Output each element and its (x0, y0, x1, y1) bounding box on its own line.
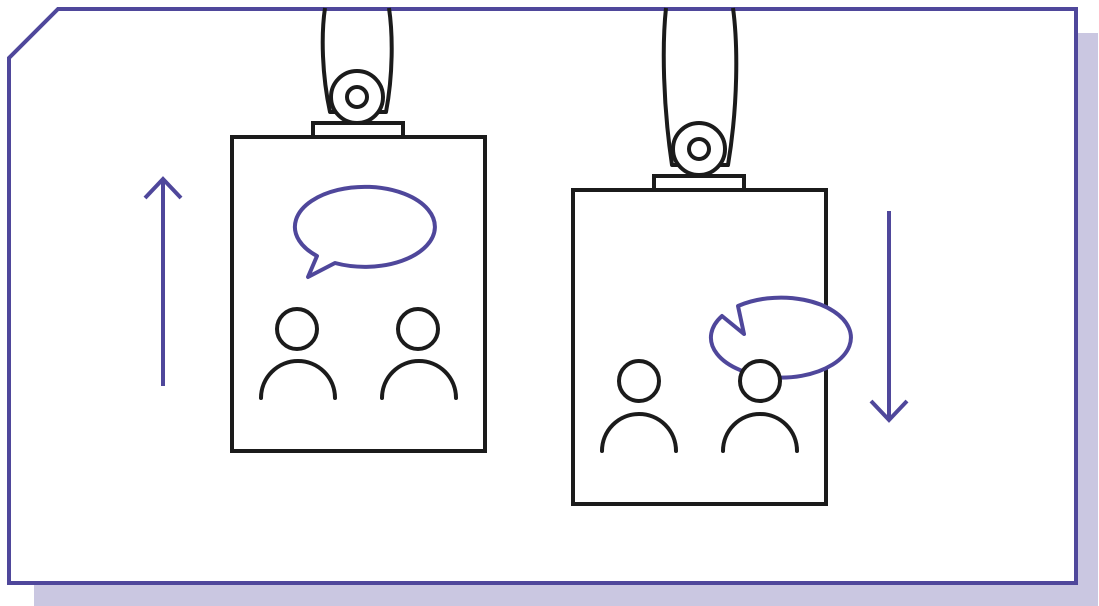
frame-border (7, 7, 1078, 585)
badge-right (571, 7, 853, 506)
person-icon-body (721, 412, 799, 453)
badge-left (230, 7, 487, 453)
badge-clip-right (652, 174, 746, 192)
lanyard-ring-inner-right (687, 137, 711, 161)
person-icon-body (259, 359, 337, 400)
person-icon-head (396, 307, 440, 351)
arrow-down-icon (869, 211, 909, 423)
person-icon-head (738, 359, 782, 403)
lanyard-ring-inner-left (345, 85, 369, 109)
speech-bubble-icon (292, 184, 437, 279)
person-icon-head (275, 307, 319, 351)
person-icon-body (380, 359, 458, 400)
arrow-up-icon (143, 176, 183, 386)
speech-bubble-icon (708, 295, 853, 380)
badge-clip-left (311, 121, 405, 139)
badge-card-left (230, 135, 487, 453)
person-icon-head (617, 359, 661, 403)
person-icon-body (600, 412, 678, 453)
